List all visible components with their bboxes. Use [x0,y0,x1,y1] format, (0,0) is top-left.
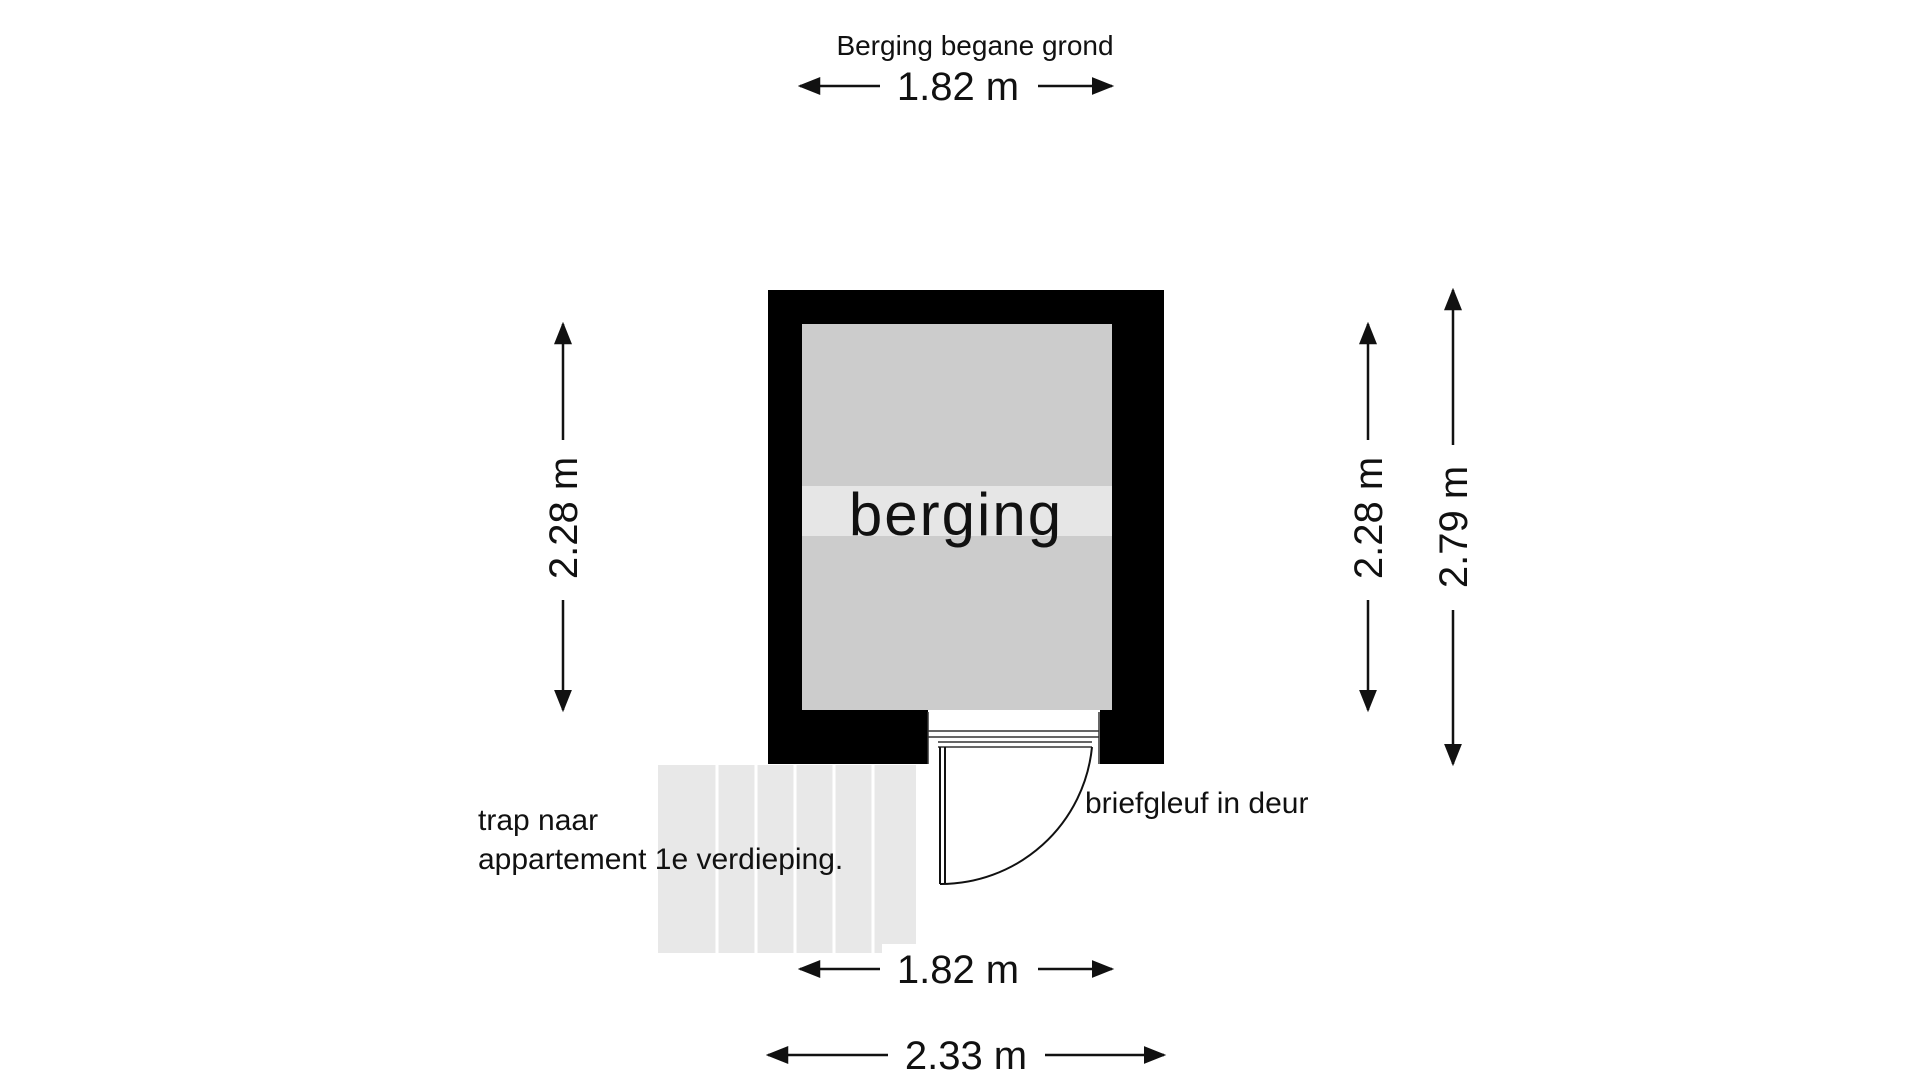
stairs-note-line1: trap naar [478,804,598,837]
plan-title: Berging begane grond [836,30,1113,61]
room-label: berging [849,481,1063,548]
room-label-band [802,486,1112,536]
right-inner-height-label: 2.28 m [1347,457,1391,579]
stairs [658,765,916,953]
right-inner-height-dimension: 2.28 m [1347,321,1391,713]
right-outer-height-label: 2.79 m [1432,466,1476,588]
top-width-dimension: 1.82 m [797,65,1115,109]
door-frame [927,712,1100,764]
bottom-inner-width-dimension: 1.82 m [797,944,1115,994]
bottom-outer-width-label: 2.33 m [905,1034,1027,1078]
door-swing [939,746,1093,886]
left-height-label: 2.28 m [542,457,586,579]
stairs-note-line2: appartement 1e verdieping. [478,843,843,876]
right-outer-height-dimension: 2.79 m [1432,287,1476,767]
bottom-outer-width-dimension: 2.33 m [765,1034,1167,1078]
bottom-inner-label-bg [882,944,1032,994]
left-height-dimension: 2.28 m [542,321,586,713]
top-width-label: 1.82 m [897,65,1019,109]
bottom-inner-width-label: 1.82 m [897,948,1019,992]
door-note: briefgleuf in deur [1085,787,1308,820]
